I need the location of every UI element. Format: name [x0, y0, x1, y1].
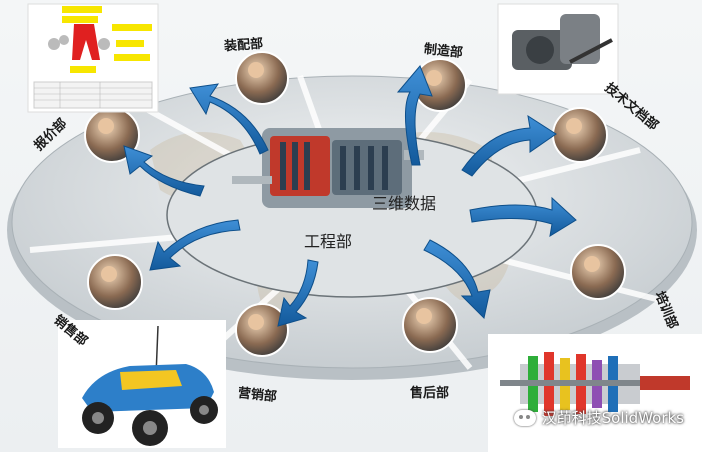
center-label-engineering: 工程部	[304, 232, 353, 251]
photo-assembly	[235, 51, 289, 105]
arrow-to-sales	[149, 219, 241, 271]
rc-car-image	[58, 320, 226, 448]
arrow-to-marketing	[277, 259, 319, 327]
dept-label-assembly: 装配部	[223, 36, 264, 55]
engine-image	[497, 3, 619, 95]
dept-label-marketing: 营销部	[237, 385, 278, 405]
photo-sales	[87, 254, 143, 310]
center-label-3d-data: 三维数据	[372, 194, 437, 213]
arrow-to-manufacturing	[396, 65, 433, 166]
dept-label-manufacturing: 制造部	[423, 41, 464, 61]
arrow-to-aftersales	[423, 239, 491, 320]
exploded-parts-drawing	[27, 3, 159, 113]
photo-marketing	[235, 303, 289, 357]
gearbox-image	[232, 128, 424, 208]
flow-arrows	[123, 65, 577, 327]
photo-techdoc	[552, 107, 608, 163]
photo-aftersales	[402, 297, 458, 353]
dept-label-aftersales: 售后部	[410, 386, 450, 401]
arrow-to-quote	[123, 145, 205, 197]
transmission-render	[488, 334, 702, 452]
arrow-to-assembly	[189, 83, 269, 155]
photo-training	[570, 244, 626, 300]
watermark: 汉茚科技SolidWorks	[513, 407, 684, 428]
arrow-to-training	[469, 196, 577, 238]
wechat-icon	[513, 409, 536, 426]
arrow-to-techdoc	[461, 114, 557, 177]
photo-manufacturing	[413, 58, 467, 112]
watermark-text: 汉茚科技SolidWorks	[541, 409, 684, 427]
